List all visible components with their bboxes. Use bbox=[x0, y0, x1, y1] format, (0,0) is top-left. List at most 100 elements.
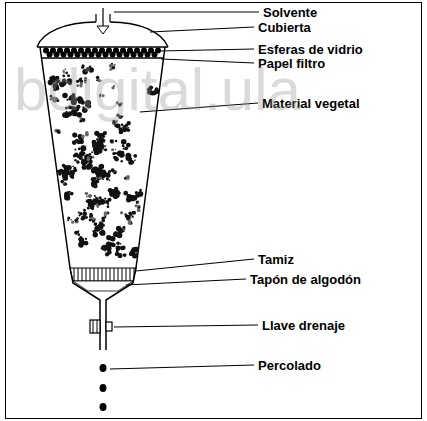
glass-bead bbox=[131, 52, 137, 58]
plant-fragment bbox=[123, 191, 128, 196]
plant-fragment bbox=[96, 203, 99, 206]
plant-fragment bbox=[120, 243, 122, 245]
plant-fragment bbox=[100, 223, 102, 225]
plant-fragment bbox=[140, 194, 142, 196]
plant-fragment bbox=[137, 208, 141, 212]
plant-fragment bbox=[86, 199, 90, 203]
plant-fragment bbox=[72, 166, 74, 168]
plant-fragment bbox=[74, 231, 78, 235]
plant-fragment bbox=[127, 127, 129, 129]
plant-fragment bbox=[134, 204, 137, 207]
plant-fragment bbox=[92, 140, 97, 145]
plant-fragment bbox=[82, 211, 87, 216]
plant-fragment bbox=[92, 230, 95, 233]
plant-fragment bbox=[115, 149, 117, 151]
plant-fragment bbox=[106, 235, 111, 240]
plant-fragment bbox=[93, 149, 95, 151]
plant-fragment bbox=[108, 172, 110, 174]
plant-fragment bbox=[99, 199, 105, 205]
plant-fragment bbox=[80, 145, 86, 151]
glass-bead bbox=[54, 52, 60, 58]
glass-bead bbox=[89, 52, 95, 58]
plant-fragment bbox=[99, 176, 103, 180]
plant-fragment bbox=[96, 138, 99, 141]
plant-fragment bbox=[76, 140, 81, 145]
plant-fragment bbox=[91, 177, 96, 182]
plant-fragment bbox=[104, 172, 109, 177]
plant-fragment bbox=[72, 133, 77, 138]
plant-fragment bbox=[114, 187, 118, 191]
sieve bbox=[70, 268, 136, 281]
glass-bead bbox=[117, 52, 123, 58]
plant-fragment bbox=[104, 198, 106, 200]
plant-fragment bbox=[86, 161, 88, 163]
plant-fragment bbox=[79, 151, 84, 156]
plant-fragment bbox=[115, 251, 119, 255]
plant-fragment bbox=[92, 217, 95, 220]
plant-fragment bbox=[87, 156, 92, 161]
plant-fragment bbox=[86, 154, 88, 156]
plant-fragment bbox=[122, 144, 125, 147]
plant-fragment bbox=[137, 205, 141, 209]
plant-fragment bbox=[75, 219, 78, 222]
plant-fragment bbox=[69, 170, 75, 176]
plant-fragment bbox=[106, 177, 109, 180]
plant-fragment bbox=[116, 241, 119, 244]
plant-fragment bbox=[137, 194, 140, 197]
plant-fragment bbox=[119, 130, 123, 134]
glass-beads bbox=[43, 48, 161, 58]
plant-fragment bbox=[78, 233, 81, 236]
plant-fragment bbox=[67, 216, 70, 219]
glass-bead bbox=[110, 52, 116, 58]
plant-fragment bbox=[91, 151, 93, 153]
cotton-plug-label: Tapón de algodón bbox=[250, 272, 361, 287]
plant-fragment bbox=[108, 171, 110, 173]
plant-fragment bbox=[138, 202, 140, 204]
plant-fragment bbox=[85, 238, 87, 240]
solvent-arrow bbox=[97, 8, 109, 34]
plant-fragment bbox=[104, 148, 107, 151]
plant-fragment bbox=[126, 143, 131, 148]
plant-fragment bbox=[71, 221, 74, 224]
plant-fragment bbox=[135, 191, 138, 194]
cover bbox=[37, 22, 168, 47]
plant-fragment bbox=[121, 160, 123, 162]
plant-fragment bbox=[81, 159, 87, 165]
plant-fragment bbox=[92, 220, 95, 223]
plant-fragment bbox=[132, 195, 135, 198]
plant-fragment bbox=[77, 161, 79, 163]
plant-fragment bbox=[75, 219, 78, 222]
plant-fragment bbox=[99, 149, 102, 152]
plant-fragment bbox=[92, 156, 95, 159]
plant-fragment bbox=[90, 204, 95, 209]
percolate-label: Percolado bbox=[258, 358, 321, 373]
plant-fragment bbox=[70, 175, 73, 178]
plant-fragment bbox=[112, 122, 114, 124]
plant-fragment bbox=[87, 163, 93, 169]
plant-fragment bbox=[131, 215, 133, 217]
plant-fragment bbox=[116, 193, 120, 197]
plant-fragment bbox=[121, 246, 125, 250]
plant-fragment bbox=[82, 146, 85, 149]
plant-fragment bbox=[114, 170, 117, 173]
plant-fragment bbox=[96, 234, 98, 236]
plant-fragment bbox=[78, 148, 81, 151]
plant-fragment bbox=[129, 252, 133, 256]
plant-fragment bbox=[64, 183, 67, 186]
plant-fragment bbox=[114, 157, 118, 161]
plant-fragment bbox=[89, 194, 92, 197]
cotton-plug bbox=[73, 281, 133, 291]
plant-fragment bbox=[130, 158, 132, 160]
frame bbox=[6, 3, 422, 419]
glass-bead bbox=[124, 52, 130, 58]
plant-fragment bbox=[108, 170, 111, 173]
plant-fragment bbox=[126, 153, 132, 159]
plant-fragment bbox=[67, 198, 69, 200]
plant-fragment bbox=[121, 141, 124, 144]
plant-fragment bbox=[116, 124, 121, 129]
plant-fragment bbox=[74, 167, 77, 170]
plant-fragment bbox=[94, 195, 96, 197]
percolate-drops bbox=[100, 364, 107, 411]
plant-fragment bbox=[67, 193, 70, 196]
